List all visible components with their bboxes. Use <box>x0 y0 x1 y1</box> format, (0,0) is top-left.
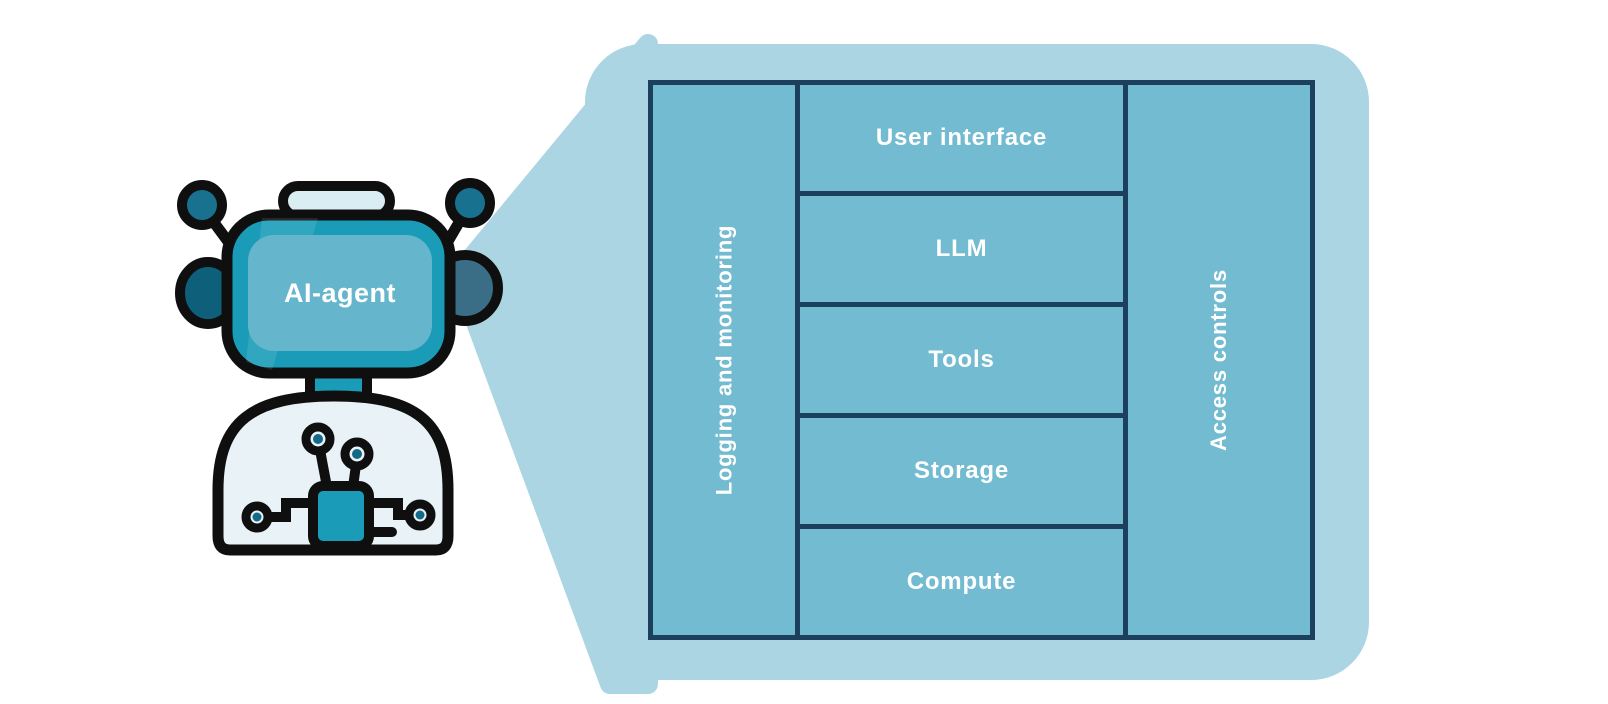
ai-agent-label: AI-agent <box>284 278 396 308</box>
robot-antenna-ball-left <box>177 180 227 230</box>
layer-user-interface: User interface <box>800 85 1124 196</box>
ai-agent-robot-icon <box>175 178 503 556</box>
logging-monitoring-column: Logging and monitoring <box>653 85 800 635</box>
circuit-node-left-dot <box>252 512 262 522</box>
circuit-chip <box>308 481 374 551</box>
circuit-node-right-dot <box>415 510 425 520</box>
layer-llm: LLM <box>800 196 1124 307</box>
circuit-antenna-left-dot <box>313 434 323 444</box>
circuit-antenna-stem-left <box>315 449 332 488</box>
layer-label: User interface <box>875 124 1048 151</box>
layer-label: Tools <box>928 346 995 373</box>
robot-body <box>212 390 454 556</box>
robot-screen <box>248 235 432 351</box>
circuit-antenna-right-dot <box>352 449 362 459</box>
robot-antenna-ball-right <box>445 178 495 228</box>
layer-label: Compute <box>906 568 1017 595</box>
layer-stack: User interface LLM Tools Storage Compute <box>800 85 1124 635</box>
layer-compute: Compute <box>800 529 1123 635</box>
layer-storage: Storage <box>800 418 1124 529</box>
layer-label: LLM <box>935 235 988 262</box>
access-controls-label: Access controls <box>1206 269 1232 451</box>
logging-monitoring-label: Logging and monitoring <box>711 224 737 496</box>
circuit-wire-left <box>266 498 316 522</box>
agent-architecture-table: Logging and monitoring User interface LL… <box>648 80 1315 640</box>
layer-label: Storage <box>914 457 1009 484</box>
access-controls-column: Access controls <box>1123 85 1310 635</box>
layer-tools: Tools <box>800 307 1124 418</box>
